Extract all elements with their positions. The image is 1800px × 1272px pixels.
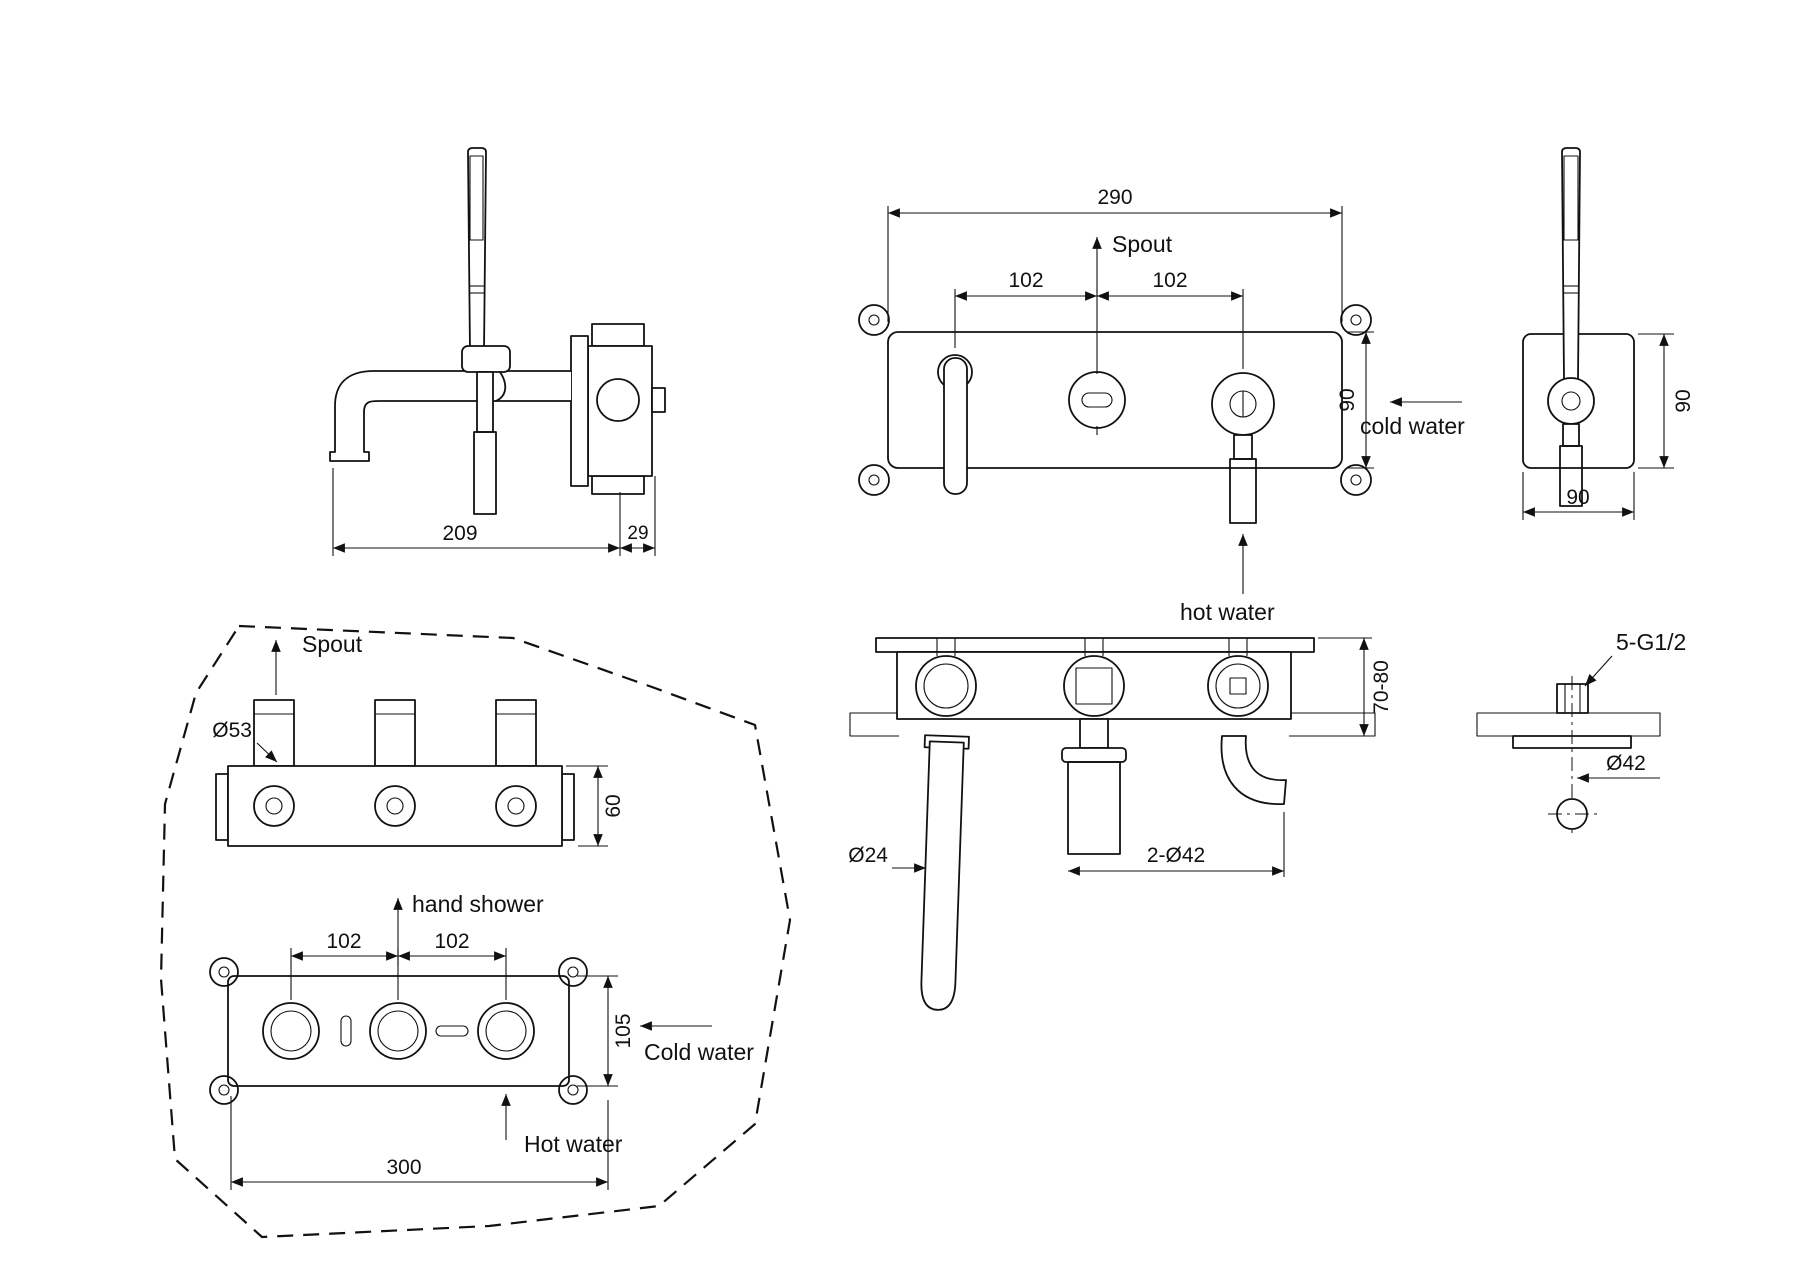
- spray-face: [1563, 155, 1579, 241]
- rough-in-top-view: [215, 699, 575, 847]
- spout-tube: [920, 734, 970, 1011]
- dim-102-left-text: 102: [1008, 269, 1043, 292]
- wall-hatch: [1476, 712, 1661, 737]
- dim-70-80: 70-80: [1318, 637, 1393, 737]
- thread-label: 5-G1/2: [1616, 629, 1686, 655]
- valve-body-section: [570, 323, 666, 495]
- rough-in-front-view: [209, 957, 588, 1105]
- lever-below-wall: [1220, 735, 1287, 805]
- dim-90-height-text: 90: [1672, 389, 1695, 412]
- mounting-plate: [875, 637, 1315, 653]
- spout-label: Spout: [1112, 231, 1173, 257]
- detail-cloud-boundary: [159, 624, 792, 1239]
- dim-209: 209: [332, 468, 621, 556]
- dim-53: Ø53: [212, 719, 278, 763]
- bath-filler-side-view: 209 29: [329, 147, 666, 556]
- dim-60: 60: [566, 765, 625, 847]
- rough-in-detail: Spout Ø53 60 hand shower: [159, 624, 792, 1239]
- dim-42-text: Ø42: [1606, 752, 1646, 775]
- hot-water-label: hot water: [1180, 599, 1275, 625]
- dim-90-width: 90: [1522, 472, 1635, 520]
- dim-90-front: 90: [1336, 331, 1374, 469]
- mixer-lever: [937, 354, 973, 495]
- dim-300: 300: [230, 1096, 609, 1190]
- dim-102-right-text: 102: [1152, 269, 1187, 292]
- cold-water-label: cold water: [1360, 413, 1465, 439]
- spout-callout-top: Spout: [271, 631, 363, 695]
- dim-29-text: 29: [627, 523, 648, 544]
- handshower-side-view: 90 90: [1522, 147, 1695, 520]
- diverter-knob: [1068, 365, 1126, 435]
- handle-section-circle: [596, 378, 640, 422]
- dim-2x42: 2-Ø42: [1068, 812, 1285, 877]
- dim-90-front-text: 90: [1336, 388, 1359, 411]
- cold-water-callout: cold water: [1360, 397, 1465, 439]
- dim-53-text: Ø53: [212, 719, 252, 742]
- trim-front-view: 290 102 102 Spout 90 cold water: [858, 186, 1465, 625]
- cold-water-callout-roughin: Cold water: [640, 1021, 754, 1065]
- hose-below-wall: [1061, 718, 1127, 855]
- dim-102-left-text: 102: [326, 930, 361, 953]
- spray-face: [469, 155, 484, 241]
- dim-300-text: 300: [386, 1156, 421, 1179]
- dim-102-pair-roughin: 102 102: [290, 930, 507, 1000]
- spout-callout: Spout: [1092, 231, 1173, 293]
- dim-70-80-text: 70-80: [1370, 660, 1393, 714]
- dim-102-pair: 102 102: [954, 269, 1244, 369]
- spout-outline: [329, 370, 572, 462]
- cold-water-label: Cold water: [644, 1039, 754, 1065]
- shower-hose: [473, 371, 497, 515]
- wand-holder: [461, 345, 511, 402]
- dim-290: 290: [887, 186, 1343, 322]
- hand-shower-wand: [467, 147, 487, 353]
- hand-shower-label: hand shower: [412, 891, 544, 917]
- hand-shower-callout: hand shower: [393, 891, 544, 966]
- dim-209-text: 209: [442, 522, 477, 545]
- dim-24-text: Ø24: [848, 844, 888, 867]
- dim-90-width-text: 90: [1566, 486, 1589, 509]
- hose-connection: [1559, 423, 1583, 507]
- dim-105: 105: [577, 975, 635, 1087]
- wall-holder: [1547, 377, 1595, 425]
- handshower-wand: [1561, 147, 1581, 381]
- dim-290-text: 290: [1097, 186, 1132, 209]
- spout-label: Spout: [302, 631, 363, 657]
- dim-90-height: 90: [1638, 333, 1695, 469]
- hot-water-callout-roughin: Hot water: [501, 1094, 623, 1157]
- thread-callout: 5-G1/2: [1584, 629, 1686, 687]
- handshower-outlet-knob: [1211, 372, 1275, 524]
- dim-60-text: 60: [602, 794, 625, 817]
- dim-105-text: 105: [612, 1013, 635, 1048]
- installation-section-view: 70-80 Ø24 2-Ø42: [848, 637, 1393, 1011]
- hot-water-label: Hot water: [524, 1131, 623, 1157]
- valve-ports: [915, 638, 1269, 717]
- dim-29: 29: [620, 476, 656, 556]
- dim-42: Ø42: [1577, 752, 1660, 783]
- hot-water-callout: hot water: [1180, 534, 1275, 625]
- dim-102-right-text: 102: [434, 930, 469, 953]
- dim-2x42-text: 2-Ø42: [1147, 844, 1205, 867]
- mounting-ears: [858, 304, 1372, 496]
- outlet-section-view: 5-G1/2 Ø42: [1476, 629, 1686, 838]
- dim-24: Ø24: [848, 844, 926, 873]
